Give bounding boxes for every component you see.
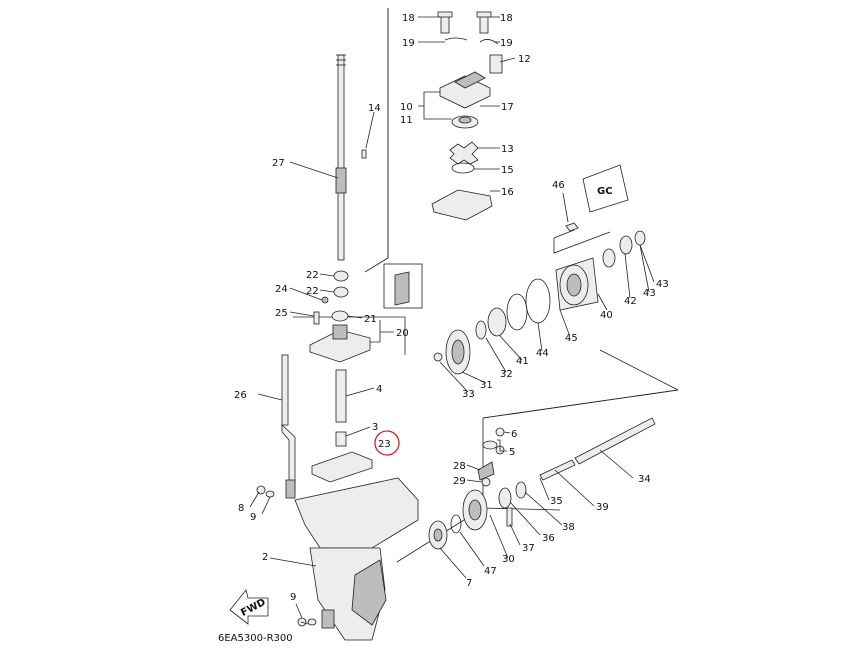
callout-19: 19 <box>402 38 415 49</box>
svg-text:GC: GC <box>597 186 613 197</box>
callout-30: 30 <box>502 554 515 565</box>
callout-24: 24 <box>275 284 288 295</box>
fwd-label: FWD <box>239 597 267 619</box>
callout-9: 9 <box>250 512 256 523</box>
highlight-circle-23 <box>374 430 400 456</box>
callout-3: 3 <box>372 422 378 433</box>
callout-20: 20 <box>396 328 409 339</box>
fwd-arrow: FWD <box>229 589 269 625</box>
callout-19: 19 <box>500 38 513 49</box>
callout-18: 18 <box>500 13 513 24</box>
callout-41: 41 <box>516 356 529 367</box>
callout-46: 46 <box>552 180 565 191</box>
callout-22: 22 <box>306 286 319 297</box>
callout-47: 47 <box>484 566 497 577</box>
callout-11: 11 <box>400 115 413 126</box>
callout-42: 42 <box>624 296 637 307</box>
callout-13: 13 <box>501 144 514 155</box>
callout-25: 25 <box>275 308 288 319</box>
callout-44: 44 <box>536 348 549 359</box>
callout-43: 43 <box>643 288 656 299</box>
callout-34: 34 <box>638 474 651 485</box>
callout-14: 14 <box>368 103 381 114</box>
water-pump-group <box>431 11 503 221</box>
forward-gear-group <box>433 222 646 375</box>
propeller-shaft-group <box>428 417 656 550</box>
callout-26: 26 <box>234 390 247 401</box>
diagram-code: 6EA5300-R300 <box>218 633 293 644</box>
callout-4: 4 <box>376 384 382 395</box>
callout-31: 31 <box>480 380 493 391</box>
callout-17: 17 <box>501 102 514 113</box>
callout-27: 27 <box>272 158 285 169</box>
pin-14 <box>361 149 367 159</box>
lower-casing <box>294 477 419 641</box>
callout-15: 15 <box>501 165 514 176</box>
callout-39: 39 <box>596 502 609 513</box>
detail-inset-rail <box>383 263 423 309</box>
callout-22: 22 <box>306 270 319 281</box>
upper-housing-group <box>309 270 373 483</box>
callout-9: 9 <box>290 592 296 603</box>
callout-40: 40 <box>600 310 613 321</box>
callout-6: 6 <box>511 429 517 440</box>
callout-35: 35 <box>550 496 563 507</box>
callout-16: 16 <box>501 187 514 198</box>
callout-10: 10 <box>400 102 413 113</box>
callout-38: 38 <box>562 522 575 533</box>
callout-36: 36 <box>542 533 555 544</box>
callout-33: 33 <box>462 389 475 400</box>
callout-28: 28 <box>453 461 466 472</box>
callout-18: 18 <box>402 13 415 24</box>
callout-23: 23 <box>378 439 391 450</box>
callout-12: 12 <box>518 54 531 65</box>
callout-7: 7 <box>466 578 472 589</box>
callout-8: 8 <box>238 503 244 514</box>
callout-32: 32 <box>500 369 513 380</box>
callout-5: 5 <box>509 447 515 458</box>
drive-shaft <box>335 54 347 261</box>
callout-2: 2 <box>262 552 268 563</box>
callout-43: 43 <box>656 279 669 290</box>
leader-lines <box>249 16 655 625</box>
shift-rod <box>281 354 296 499</box>
callout-21: 21 <box>364 314 377 325</box>
detail-inset-gc: GC <box>582 164 629 213</box>
callout-37: 37 <box>522 543 535 554</box>
callout-45: 45 <box>565 333 578 344</box>
callout-29: 29 <box>453 476 466 487</box>
